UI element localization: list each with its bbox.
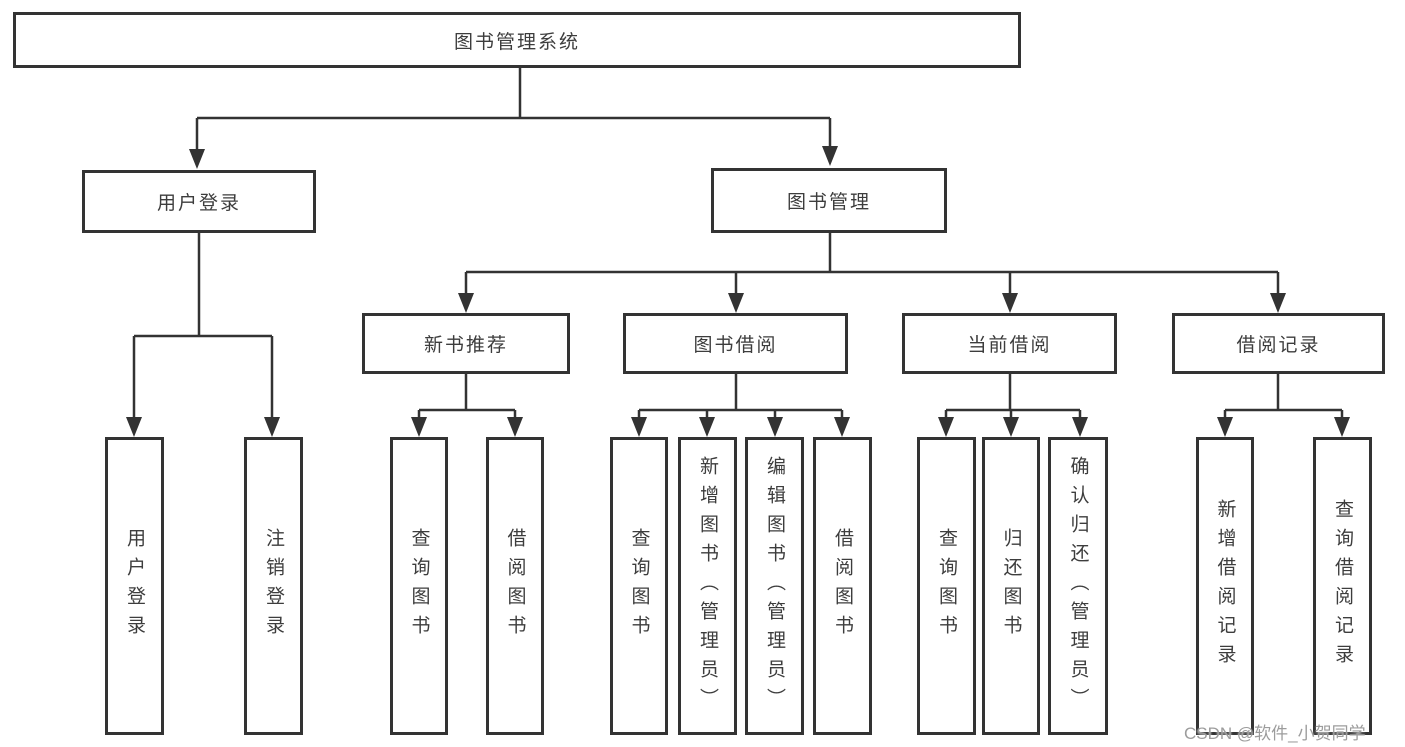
node-label: 图书管理系统 [453,31,580,53]
arrowhead [189,149,205,169]
arrowhead [938,417,954,437]
leaf-add-borrow-record: 新增借阅记录 [1196,437,1254,735]
node-label: 借阅图书 [504,528,526,644]
arrowhead [822,146,838,166]
node-label: 查询借阅记录 [1332,499,1353,673]
node-label: 用户登录 [156,193,241,214]
connector-current-borrowing-branch [944,373,1082,419]
leaf-edit-book-admin: 编辑图书（管理员） [745,437,804,735]
arrowhead [1072,417,1088,437]
arrowhead [1334,417,1350,437]
leaf-user-login: 用户登录 [105,437,164,735]
arrowhead [264,417,280,437]
arrowhead [1002,293,1018,313]
node-book-borrowing: 图书借阅 [623,313,848,374]
connector-root-to-level1 [195,68,832,152]
arrowhead [1217,417,1233,437]
leaf-query-book-borrowing: 查询图书 [610,437,668,735]
arrowheads-level1 [189,146,838,169]
connector-new-book-branch [417,373,517,419]
node-label: 查询图书 [628,528,650,644]
arrowhead [699,417,715,437]
node-label: 用户登录 [124,528,145,644]
node-new-book-recommendation: 新书推荐 [362,313,570,374]
node-label: 新增图书（管理员） [697,455,718,717]
leaf-query-borrow-record: 查询借阅记录 [1313,437,1372,735]
node-label: 当前借阅 [967,335,1052,356]
arrowhead [1270,293,1286,313]
connector-user-login-branch [132,233,274,419]
node-label: 查询图书 [408,528,430,644]
node-label: 查询图书 [936,528,957,644]
leaf-query-book-current: 查询图书 [917,437,976,735]
node-label: 归还图书 [1000,528,1022,644]
arrowhead [834,417,850,437]
arrowheads-current-borrowing-branch [938,417,1088,437]
arrowhead [507,417,523,437]
arrowhead [767,417,783,437]
node-label: 图书管理 [786,192,871,213]
leaf-return-book: 归还图书 [982,437,1040,735]
node-label: 新增借阅记录 [1214,499,1236,673]
arrowhead [126,417,142,437]
connector-borrowing-records-branch [1223,373,1344,419]
arrowhead [1003,417,1019,437]
arrowheads-book-management-branch [458,293,1286,313]
leaf-logout: 注销登录 [244,437,303,735]
node-label: 借阅图书 [832,528,853,644]
leaf-add-book-admin: 新增图书（管理员） [678,437,737,735]
arrowheads-borrowing-records-branch [1217,417,1350,437]
node-label: 确认归还（管理员） [1067,455,1089,717]
arrowheads-new-book-branch [411,417,523,437]
arrowhead [631,417,647,437]
node-label: 编辑图书（管理员） [764,455,785,717]
node-label: 新书推荐 [423,335,508,356]
leaf-confirm-return-admin: 确认归还（管理员） [1048,437,1108,735]
node-borrowing-records: 借阅记录 [1172,313,1385,374]
leaf-borrow-book-recommend: 借阅图书 [486,437,544,735]
node-book-management: 图书管理 [711,168,947,233]
arrowhead [728,293,744,313]
connector-book-management-branch [464,233,1280,295]
node-user-login: 用户登录 [82,170,316,233]
leaf-borrow-book: 借阅图书 [813,437,872,735]
node-label: 图书借阅 [693,335,778,356]
arrowhead [411,417,427,437]
leaf-query-book-recommend: 查询图书 [390,437,448,735]
csdn-watermark: CSDN @软件_小贺同学 [1184,724,1366,743]
node-current-borrowing: 当前借阅 [902,313,1117,374]
arrowheads-user-login-branch [126,417,280,437]
connector-book-borrowing-branch [637,373,844,419]
node-library-management-system: 图书管理系统 [13,12,1021,68]
arrowheads-book-borrowing-branch [631,417,850,437]
node-label: 注销登录 [263,528,284,644]
arrowhead [458,293,474,313]
node-label: 借阅记录 [1236,335,1321,356]
